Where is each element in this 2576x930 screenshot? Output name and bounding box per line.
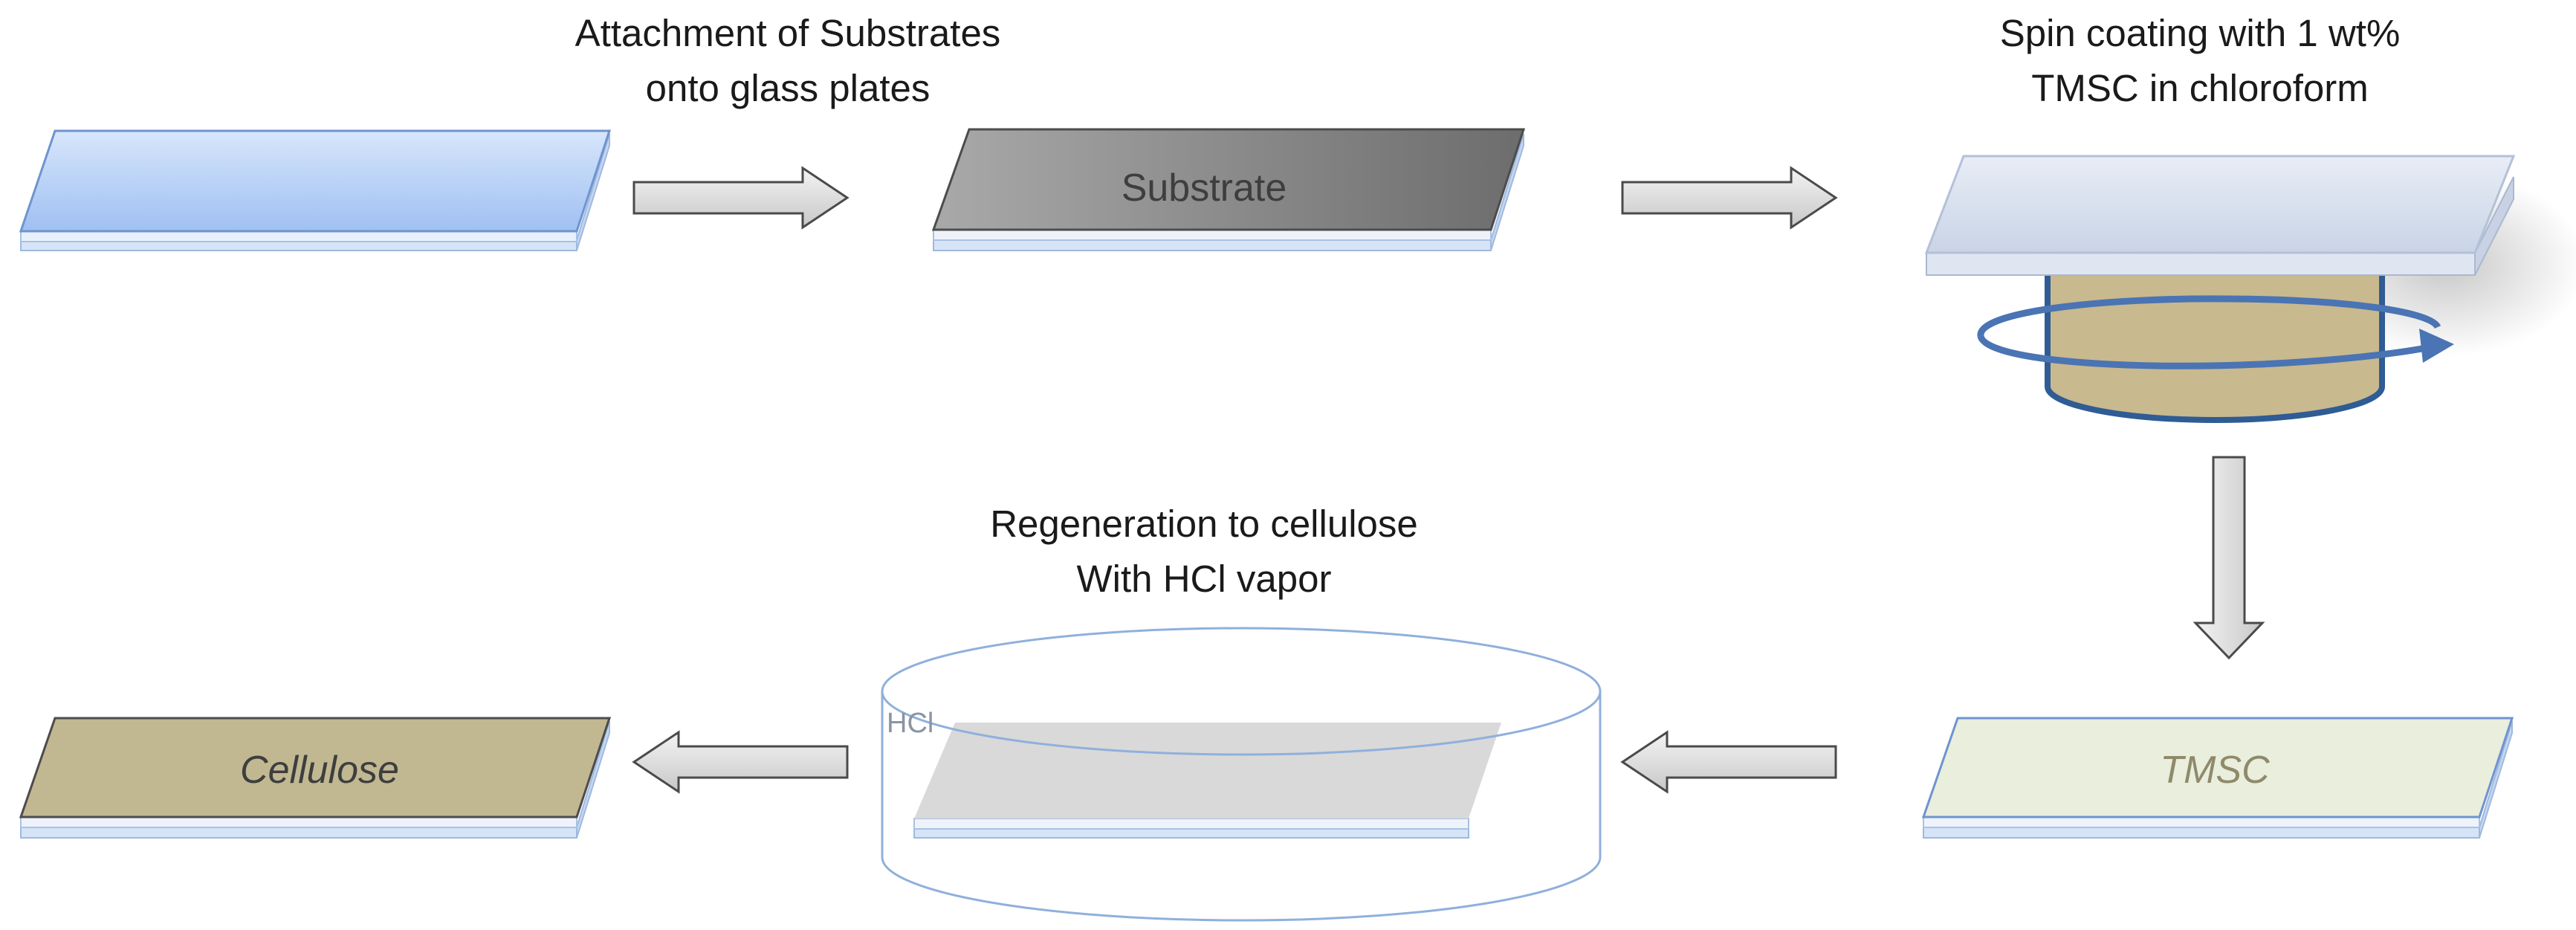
spin-coater (1924, 155, 2576, 423)
cellulose-label: Cellulose (240, 749, 399, 792)
substrate-label: Substrate (1122, 167, 1287, 210)
substrate-plate: Substrate (931, 128, 1526, 251)
hcl-vapor-dish: HCl (881, 627, 1602, 922)
caption-spin-coating-line2: TMSC in chloroform (2031, 67, 2369, 109)
tmsc-plate: TMSC (1921, 717, 2514, 839)
arrow-left-1 (632, 730, 849, 794)
caption-spin-coating: Spin coating with 1 wt% TMSC in chlorofo… (1903, 6, 2497, 116)
glass-plate (19, 129, 612, 251)
caption-regeneration: Regeneration to cellulose With HCl vapor (907, 497, 1501, 607)
arrow-right-1 (632, 166, 850, 230)
hcl-label: HCl (887, 708, 933, 739)
caption-spin-coating-line1: Spin coating with 1 wt% (1999, 12, 2401, 54)
caption-attachment-line2: onto glass plates (645, 67, 931, 109)
caption-attachment-line1: Attachment of Substrates (575, 12, 1001, 54)
arrow-right-2 (1621, 166, 1838, 230)
caption-attachment: Attachment of Substrates onto glass plat… (491, 6, 1085, 116)
cellulose-plate: Cellulose (19, 717, 612, 839)
arrow-down (2192, 456, 2265, 660)
tmsc-label: TMSC (2160, 749, 2270, 792)
caption-regeneration-line2: With HCl vapor (1076, 558, 1332, 600)
arrow-left-2 (1620, 730, 1837, 794)
caption-regeneration-line1: Regeneration to cellulose (990, 503, 1418, 545)
